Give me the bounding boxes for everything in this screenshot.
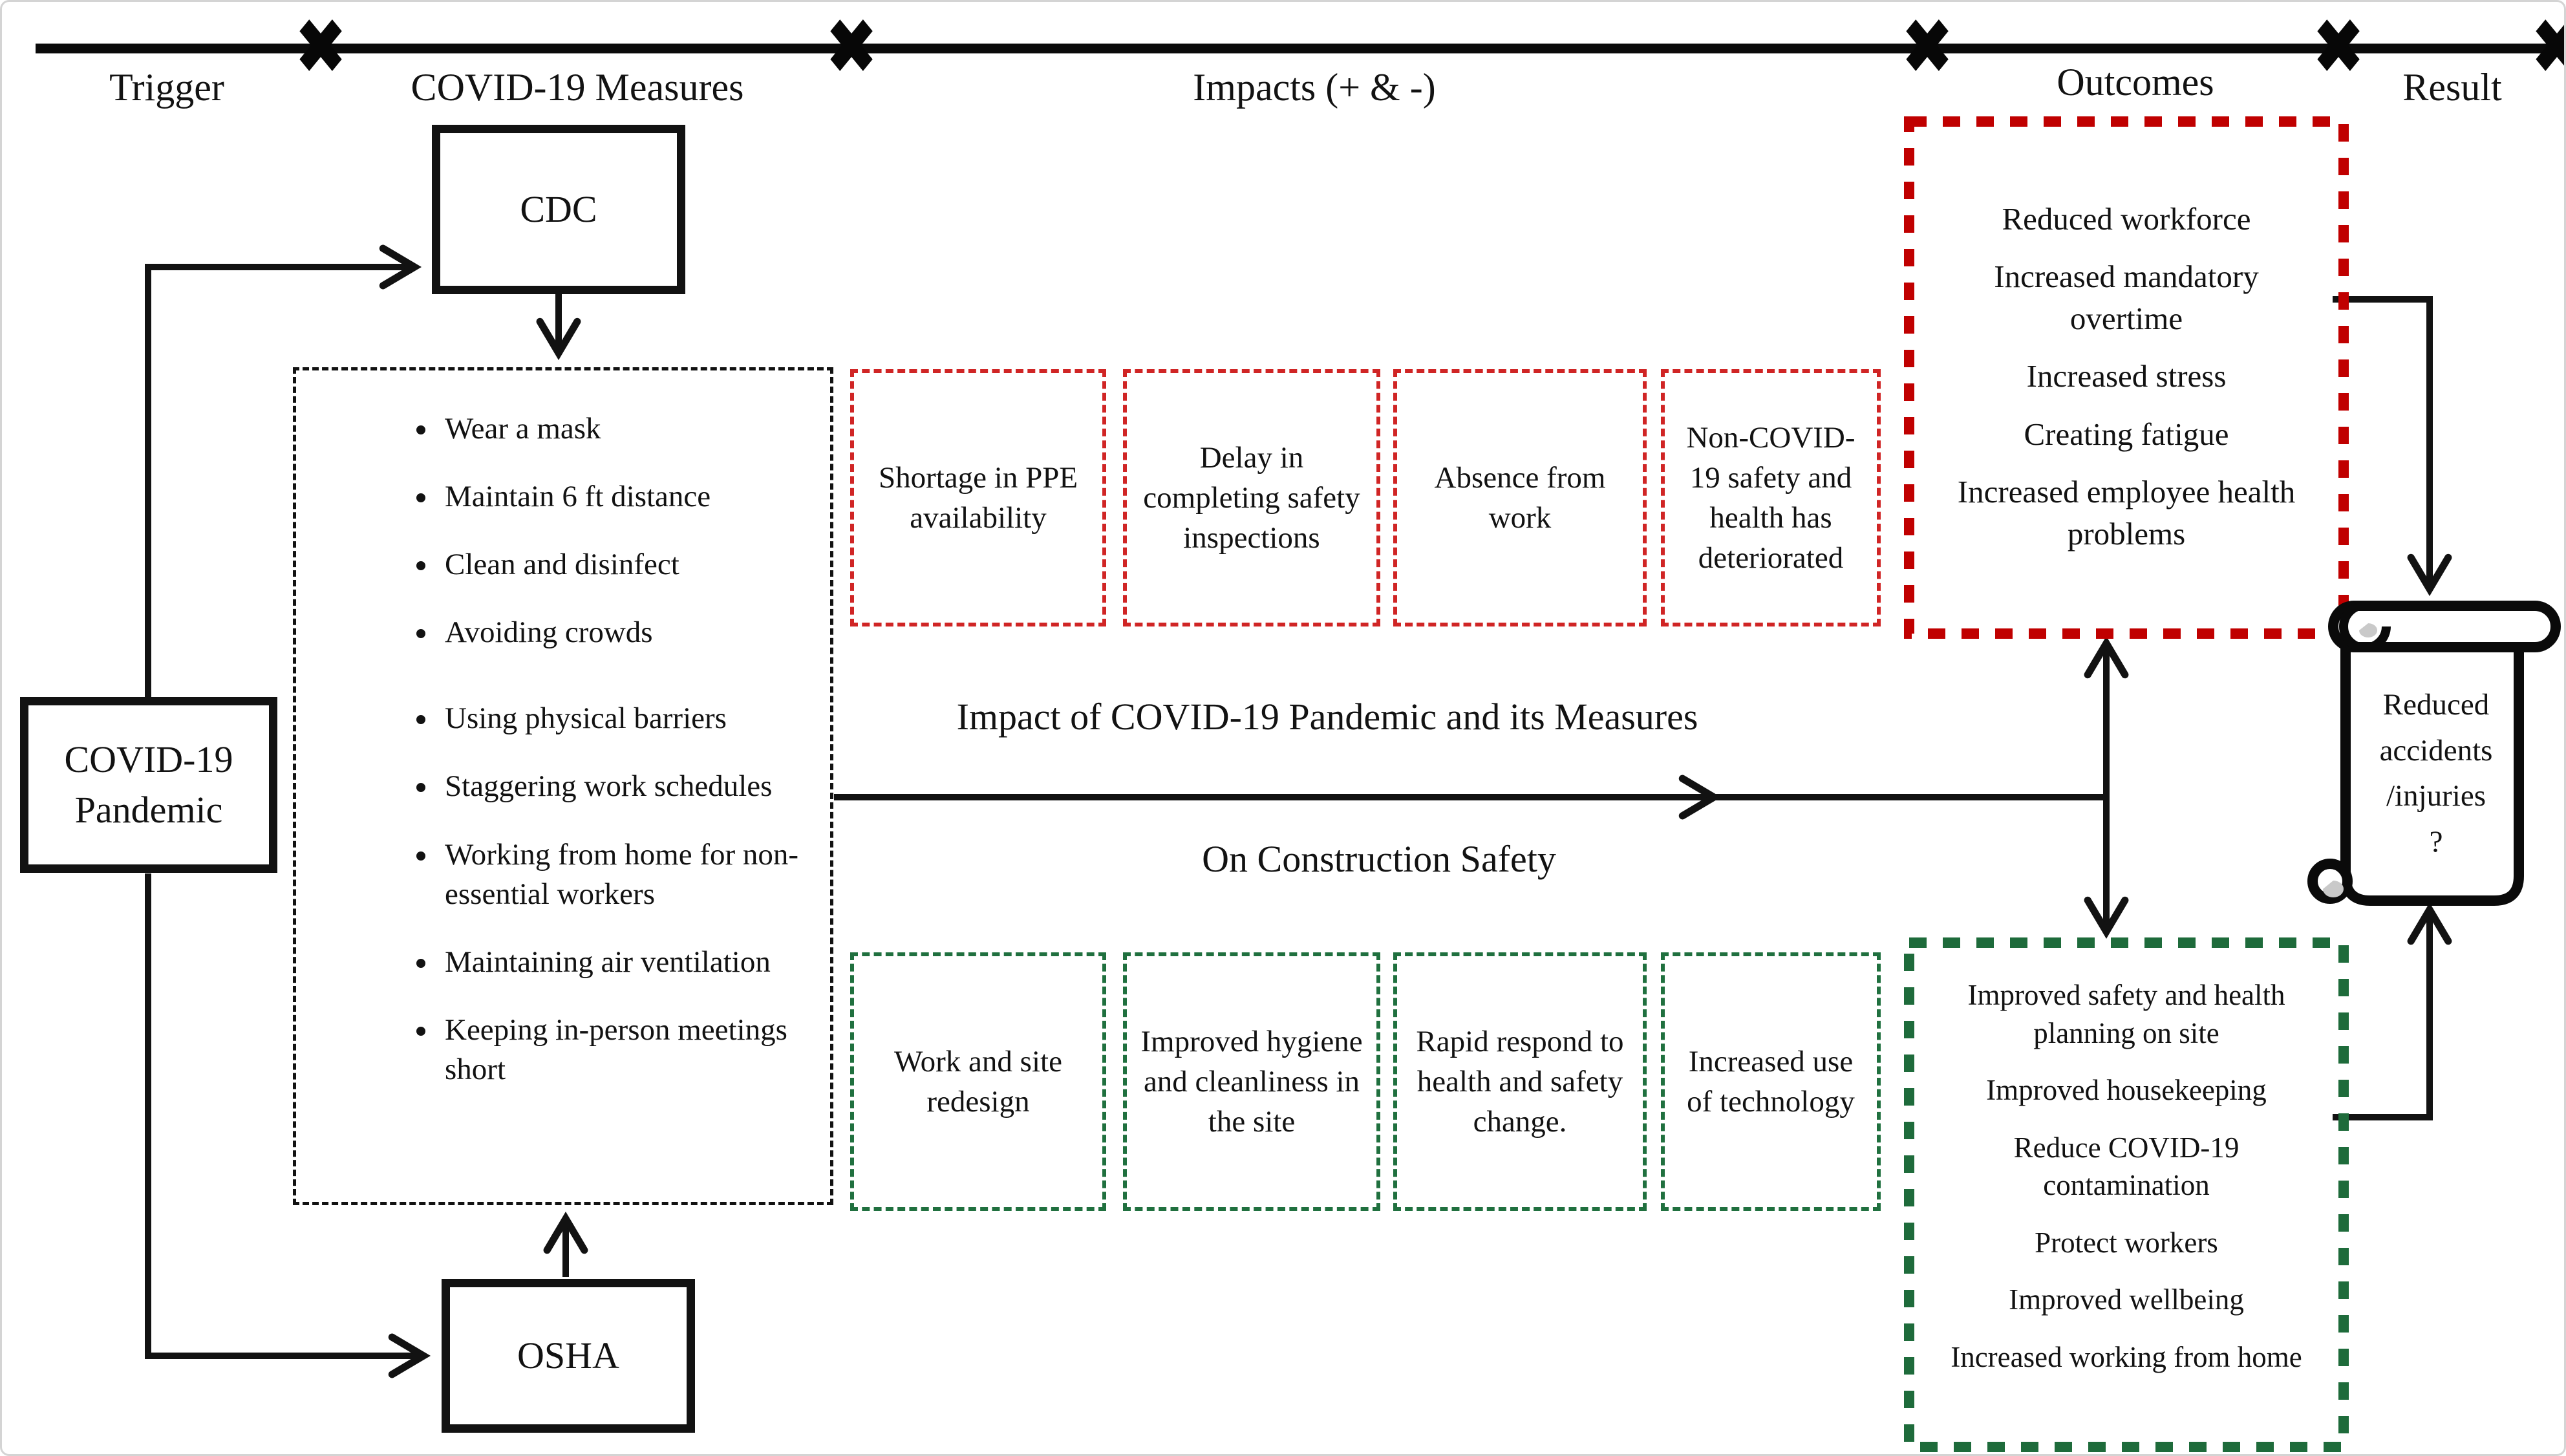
- cdc-node: CDC: [432, 125, 685, 294]
- stage-label-trigger: Trigger: [109, 66, 224, 109]
- negative-impact-box: Shortage in PPE availability: [850, 369, 1106, 626]
- positive-outcome-item: Increased working from home: [1951, 1340, 2302, 1373]
- measure-item: Clean and disinfect: [438, 545, 812, 584]
- osha-label: OSHA: [517, 1334, 619, 1376]
- measure-item: Staggering work schedules: [438, 767, 812, 806]
- positive-outcome-item: Improved safety and health planning on s…: [1967, 979, 2285, 1049]
- stage-label-impacts: Impacts (+ & -): [1193, 66, 1436, 109]
- measure-item: Working from home for non-essential work…: [438, 835, 812, 914]
- stage-label-measures: COVID-19 Measures: [411, 66, 744, 109]
- negative-impact-box: Non-COVID-19 safety and health has deter…: [1661, 369, 1881, 626]
- central-arrow-caption-top: Impact of COVID-19 Pandemic and its Meas…: [956, 696, 1698, 738]
- pandemic-node: COVID-19 Pandemic: [20, 697, 277, 873]
- positive-impact-box: Work and site redesign: [850, 952, 1106, 1211]
- measure-item: Keeping in-person meetings short: [438, 1011, 812, 1089]
- cdc-label: CDC: [520, 187, 597, 230]
- negative-impact-box: Delay in completing safety inspections: [1123, 369, 1380, 626]
- negative-outcome-item: Increased mandatory overtime: [1994, 259, 2259, 337]
- scroll-top-roll: [2328, 601, 2561, 652]
- negative-outcome-item: Reduced workforce: [2002, 201, 2251, 237]
- positive-impact-box: Rapid respond to health and safety chang…: [1393, 952, 1647, 1211]
- positive-outcome-item: Improved housekeeping: [1986, 1074, 2267, 1106]
- covid-measures-list: Wear a mask Maintain 6 ft distance Clean…: [296, 370, 830, 1089]
- negative-outcome-item: Increased stress: [2026, 358, 2227, 394]
- negative-outcome-item: Increased employee health problems: [1957, 473, 2296, 551]
- positive-outcome-item: Reduce COVID-19 contamination: [2013, 1131, 2240, 1202]
- timeline-x-marker-icon: ✖: [294, 2, 348, 92]
- negative-impact-box: Absence from work: [1393, 369, 1647, 626]
- measure-item: Using physical barriers: [438, 699, 812, 738]
- arrow-negative-to-result: [2333, 296, 2452, 597]
- result-line: /injuries: [2386, 779, 2486, 813]
- positive-outcome-item: Improved wellbeing: [2009, 1283, 2244, 1316]
- central-arrow-caption-bottom: On Construction Safety: [1202, 838, 1556, 880]
- stage-label-result: Result: [2402, 66, 2502, 109]
- timeline-x-marker-icon: ✖: [2311, 2, 2366, 92]
- timeline-x-marker-icon: ✖: [2530, 8, 2564, 86]
- osha-node: OSHA: [442, 1279, 695, 1433]
- timeline-x-marker-icon: ✖: [824, 2, 879, 92]
- negative-outcomes-box: Reduced workforce Increased mandatory ov…: [1909, 122, 2344, 634]
- covid-measures-box: Wear a mask Maintain 6 ft distance Clean…: [293, 367, 833, 1205]
- result-line: ?: [2429, 824, 2443, 859]
- positive-impact-box: Improved hygiene and cleanliness in the …: [1123, 952, 1380, 1211]
- pandemic-label: COVID-19 Pandemic: [64, 738, 233, 831]
- measure-item: Avoiding crowds: [438, 613, 812, 652]
- arrow-positive-to-result: [2333, 902, 2452, 1120]
- timeline-x-marker-icon: ✖: [1900, 2, 1954, 92]
- scroll-bottom-curl: [2307, 859, 2353, 904]
- result-scroll-text: Reduced accidents /injuries ?: [2357, 682, 2516, 864]
- positive-impact-box: Increased use of technology: [1661, 952, 1881, 1211]
- positive-outcomes-box: Improved safety and health planning on s…: [1909, 943, 2344, 1447]
- scroll-top-curl: [2339, 601, 2391, 652]
- result-line: accidents: [2379, 733, 2493, 767]
- measure-item: Wear a mask: [438, 409, 812, 449]
- stage-label-outcomes: Outcomes: [2057, 61, 2214, 103]
- negative-outcome-item: Creating fatigue: [2024, 416, 2229, 452]
- result-line: Reduced: [2382, 688, 2490, 722]
- positive-outcome-item: Protect workers: [2035, 1226, 2218, 1259]
- measure-item: Maintain 6 ft distance: [438, 477, 812, 517]
- measure-item: Maintaining air ventilation: [438, 943, 812, 982]
